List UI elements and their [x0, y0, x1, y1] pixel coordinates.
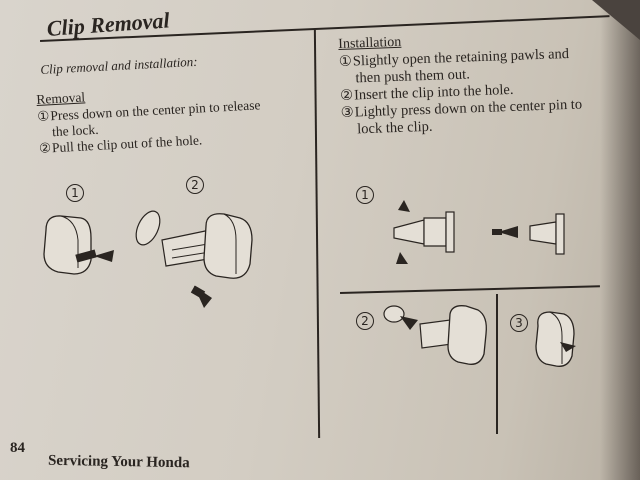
diagram-divider-vertical: [496, 294, 498, 434]
step-number: ①: [338, 53, 353, 70]
clip-lock-illustration: [535, 311, 576, 367]
callout-install-1: 1: [356, 186, 374, 204]
step-number: ①: [36, 108, 50, 124]
installation-section: Installation ①Slightly open the retainin…: [338, 27, 611, 139]
clip-pawls-illustration: [393, 200, 565, 264]
removal-section: Removal ①Press down on the center pin to…: [36, 78, 309, 157]
step-number: ②: [38, 140, 52, 156]
column-divider: [313, 30, 320, 438]
callout-install-2: 2: [356, 312, 374, 330]
section-name: Servicing Your Honda: [47, 452, 190, 472]
subtitle: Clip removal and installation:: [40, 53, 198, 77]
clip-insert-illustration: [383, 305, 487, 365]
callout-install-3: 3: [510, 314, 528, 332]
clip-pull-illustration: [135, 210, 253, 308]
callout-removal-1: 1: [66, 184, 84, 202]
step-number: ②: [339, 87, 354, 104]
page-shadow: [600, 0, 640, 480]
diagram-divider-horizontal: [340, 285, 600, 294]
callout-removal-2: 2: [186, 176, 204, 194]
page-number: 84: [10, 440, 25, 456]
step-number: ③: [340, 104, 354, 121]
clip-press-illustration: [43, 215, 114, 275]
